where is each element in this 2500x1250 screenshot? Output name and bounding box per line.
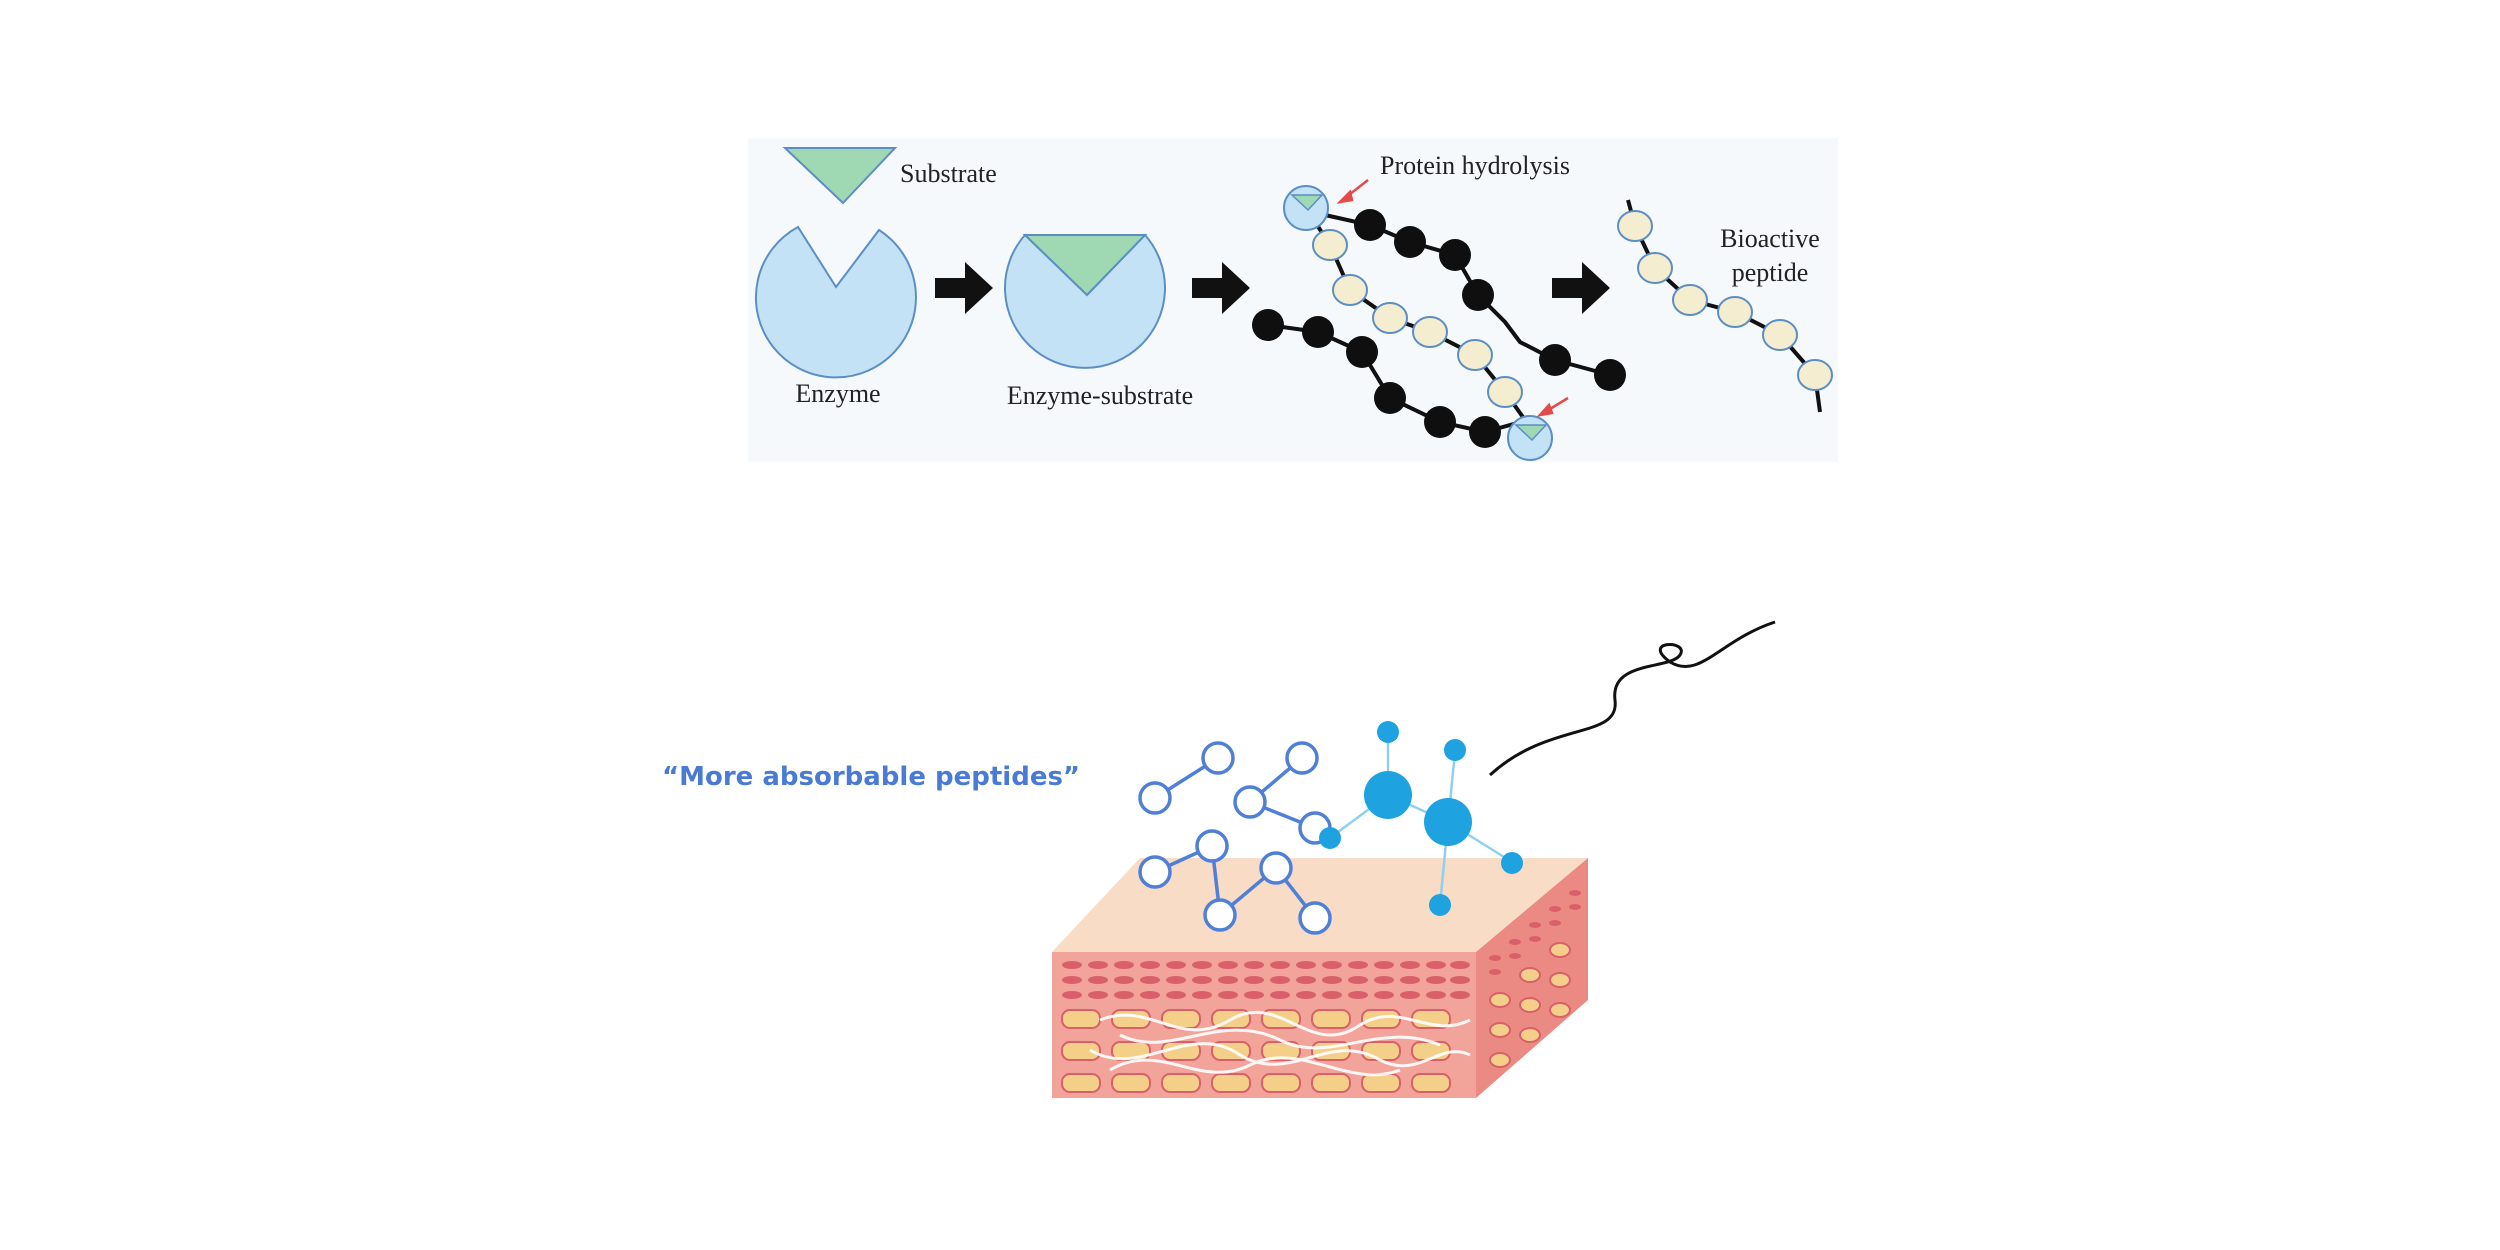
cutting-enzyme-top (1283, 185, 1329, 231)
cutting-enzyme-bottom (1507, 415, 1553, 461)
protein-hydrolysis-label: Protein hydrolysis (1380, 151, 1570, 180)
process-arrow-3 (1552, 262, 1610, 314)
substrate-triangle (782, 147, 898, 205)
substrate-label: Substrate (900, 159, 997, 188)
blue-active-molecule (1319, 721, 1523, 916)
process-arrow-1 (935, 262, 993, 314)
protein-chains (1252, 179, 1626, 461)
epidermis-cells (1062, 961, 1470, 999)
bioactive-peptide-chain (1617, 199, 1833, 413)
enzymatic-hydrolysis-diagram: Substrate Enzyme Enzyme-substrate (748, 138, 1838, 462)
bound-substrate (1022, 234, 1148, 297)
side-cells (1489, 942, 1571, 1068)
enzyme-label: Enzyme (795, 379, 880, 408)
absorbable-peptides-caption: “More absorbable peptides” (662, 762, 1081, 792)
dermis-cells (1061, 1009, 1451, 1093)
process-arrow-2 (1192, 262, 1250, 314)
collagen-fibers (1089, 1010, 1471, 1077)
hydrolysis-markers (1336, 179, 1569, 417)
dark-amino-acids (1252, 209, 1626, 448)
skin-absorption-illustration (1052, 620, 1776, 1098)
light-amino-acids (1312, 229, 1523, 408)
enzyme-substrate-label: Enzyme-substrate (1007, 381, 1193, 410)
bioactive-label-line2: peptide (1732, 258, 1809, 287)
side-epidermis (1489, 890, 1581, 975)
decorative-squiggle (1488, 620, 1776, 777)
absorbable-peptide-molecules (1138, 741, 1332, 935)
enzyme-substrate-complex (1004, 233, 1166, 369)
enzyme-shape (754, 225, 917, 379)
bioactive-label-line1: Bioactive (1720, 224, 1820, 253)
